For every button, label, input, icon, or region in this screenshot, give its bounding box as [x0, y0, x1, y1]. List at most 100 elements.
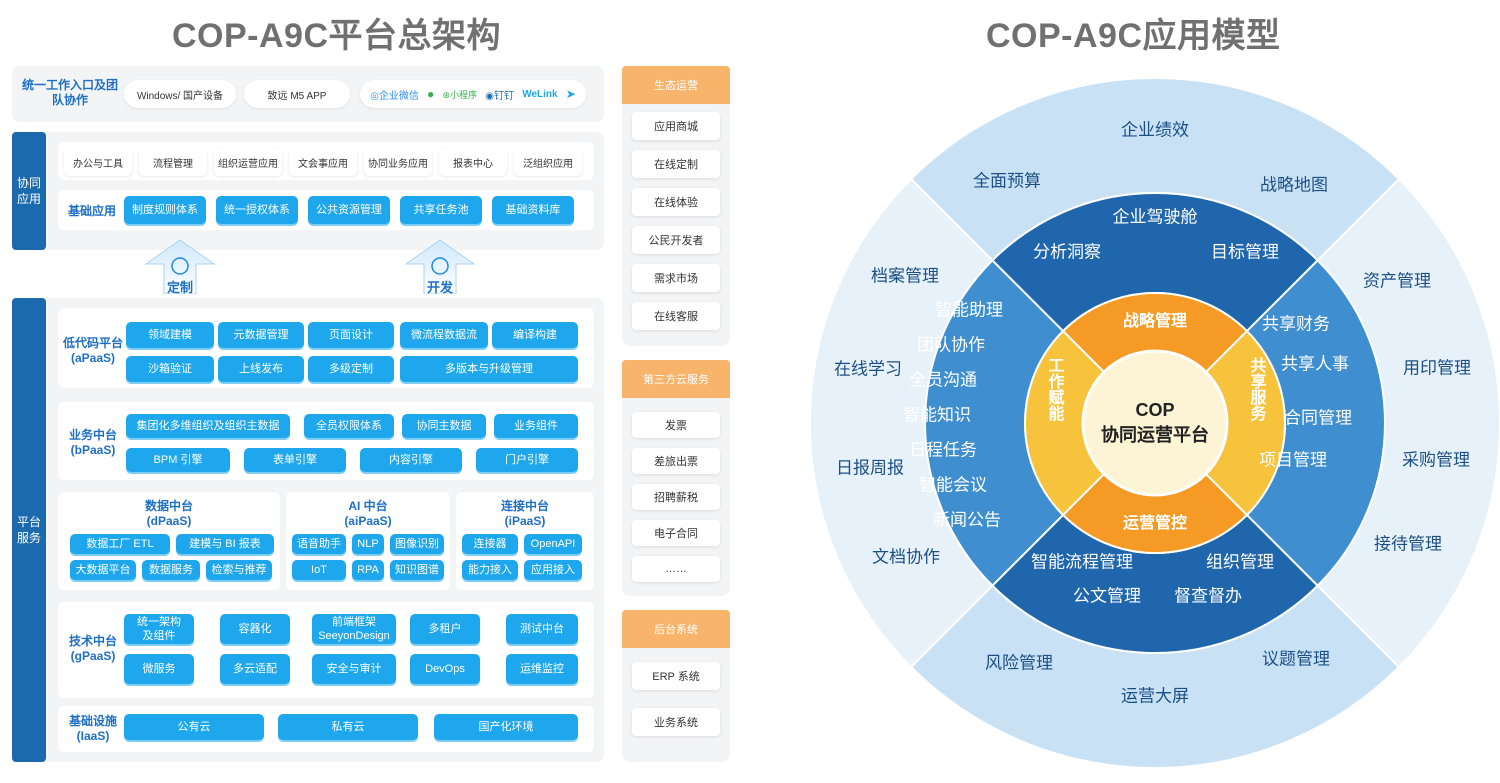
infra-0[interactable]: 公有云	[124, 714, 264, 740]
lowcode-r2-0[interactable]: 沙箱验证	[126, 356, 214, 382]
ring2-left-3: 智能知识	[903, 405, 971, 424]
basic-app-1[interactable]: 统一授权体系	[216, 196, 298, 224]
custom-label: 定制	[166, 280, 193, 295]
lowcode-r2-2[interactable]: 多级定制	[308, 356, 394, 382]
lowcode-r2-1[interactable]: 上线发布	[218, 356, 304, 382]
tech-r2-2[interactable]: 安全与审计	[312, 654, 396, 684]
eco-item-0[interactable]: 应用商城	[632, 112, 720, 140]
tech-r1-1[interactable]: 容器化	[220, 614, 290, 644]
develop-arrow	[404, 239, 476, 294]
tech-r1-4[interactable]: 测试中台	[506, 614, 578, 644]
biz-r1-1[interactable]: 全员权限体系	[304, 414, 394, 438]
lowcode-r1-3[interactable]: 微流程数据流	[400, 322, 488, 348]
infra-2[interactable]: 国产化环境	[434, 714, 578, 740]
collab-app-1[interactable]: 流程管理	[139, 148, 207, 176]
eco-item-5[interactable]: 在线客服	[632, 302, 720, 330]
biz-r2-3[interactable]: 门户引擎	[476, 448, 578, 472]
ai-item-4[interactable]: RPA	[352, 560, 384, 580]
basic-app-0[interactable]: 制度规则体系	[124, 196, 206, 224]
quad-label-enable: 工作赋能	[1046, 357, 1065, 422]
third-item-2[interactable]: 招聘薪税	[632, 484, 720, 510]
back-title: 后台系统	[622, 610, 730, 648]
back-item-1[interactable]: 业务系统	[632, 708, 720, 736]
lowcode-r2-3[interactable]: 多版本与升级管理	[400, 356, 578, 382]
conn-item-0[interactable]: 连接器	[462, 534, 518, 554]
basic-apps-label: 基础应用	[67, 204, 116, 218]
biz-r2-1[interactable]: 表单引擎	[244, 448, 346, 472]
ring2-left-6: 新闻公告	[933, 510, 1001, 529]
conn-item-1[interactable]: OpenAPI	[524, 534, 582, 554]
outer-top-2: 战略地图	[1260, 175, 1328, 194]
biz-r2-2[interactable]: 内容引擎	[360, 448, 462, 472]
conn-item-3[interactable]: 应用接入	[524, 560, 582, 580]
entry-windows[interactable]: Windows/ 国产设备	[124, 80, 236, 108]
tech-r2-4[interactable]: 运维监控	[506, 654, 578, 684]
tech-r1-2[interactable]: 前端框架 SeeyonDesign	[312, 614, 396, 644]
biz-r1-0[interactable]: 集团化多维组织及组织主数据	[126, 414, 290, 438]
third-item-4[interactable]: ……	[632, 556, 720, 582]
tech-r2-3[interactable]: DevOps	[410, 654, 480, 684]
third-item-0[interactable]: 发票	[632, 412, 720, 438]
conn-item-2[interactable]: 能力接入	[462, 560, 518, 580]
right-title: COP-A9C应用模型	[986, 17, 1281, 55]
dingtalk-icon: ◉钉钉	[485, 90, 514, 102]
collab-app-0[interactable]: 办公与工具	[64, 148, 132, 176]
collab-app-4[interactable]: 协同业务应用	[364, 148, 432, 176]
eco-item-1[interactable]: 在线定制	[632, 150, 720, 178]
basic-app-3[interactable]: 共享任务池	[400, 196, 482, 224]
eco-item-3[interactable]: 公民开发者	[632, 226, 720, 254]
wechat-icon: ●	[427, 87, 435, 101]
lowcode-r1-4[interactable]: 编译构建	[492, 322, 578, 348]
lowcode-label: 低代码平台 (aPaaS)	[62, 336, 123, 365]
lowcode-r1-2[interactable]: 页面设计	[308, 322, 394, 348]
ring2-left-5: 智能会议	[919, 475, 987, 494]
eco-item-2[interactable]: 在线体验	[632, 188, 720, 216]
lowcode-r1-0[interactable]: 领域建模	[126, 322, 214, 348]
core-circle	[1081, 349, 1229, 497]
eco-title: 生态运营	[622, 66, 730, 104]
outer-left-2: 日报周报	[836, 458, 904, 477]
tech-r1-0[interactable]: 统一架构 及组件	[124, 614, 194, 644]
back-item-0[interactable]: ERP 系统	[632, 662, 720, 690]
ring2-left-4: 日程任务	[909, 440, 977, 459]
third-item-1[interactable]: 差旅出票	[632, 448, 720, 474]
infra-1[interactable]: 私有云	[278, 714, 418, 740]
entry-m5-app[interactable]: 致远 M5 APP	[244, 80, 350, 108]
ai-item-5[interactable]: 知识图谱	[390, 560, 444, 580]
tech-r2-0[interactable]: 微服务	[124, 654, 194, 684]
data-item-1[interactable]: 建模与 BI 报表	[176, 534, 274, 554]
core-subtitle: 协同运营平台	[1101, 424, 1209, 445]
eco-item-4[interactable]: 需求市场	[632, 264, 720, 292]
ai-item-0[interactable]: 语音助手	[292, 534, 346, 554]
outer-left-1: 在线学习	[834, 359, 902, 378]
collab-app-2[interactable]: 组织运营应用	[214, 148, 282, 176]
tech-label: 技术中台 (gPaaS)	[68, 634, 117, 663]
basic-app-2[interactable]: 公共资源管理	[308, 196, 390, 224]
collab-app-3[interactable]: 文会事应用	[289, 148, 357, 176]
collab-app-6[interactable]: 泛组织应用	[514, 148, 582, 176]
ai-item-3[interactable]: IoT	[292, 560, 346, 580]
data-item-3[interactable]: 数据服务	[142, 560, 200, 580]
biz-r2-0[interactable]: BPM 引擎	[126, 448, 230, 472]
tech-r2-1[interactable]: 多云适配	[220, 654, 290, 684]
custom-arrow	[144, 239, 216, 294]
outer-right-0: 资产管理	[1363, 271, 1431, 290]
ai-title: AI 中台 (aiPaaS)	[344, 499, 392, 528]
third-title: 第三方云服务	[622, 360, 730, 398]
data-item-0[interactable]: 数据工厂 ETL	[70, 534, 170, 554]
ring2-left-1: 团队协作	[917, 335, 985, 354]
lowcode-r1-1[interactable]: 元数据管理	[218, 322, 304, 348]
outer-right-3: 接待管理	[1374, 534, 1442, 553]
biz-r1-2[interactable]: 协同主数据	[402, 414, 486, 438]
collab-app-5[interactable]: 报表中心	[439, 148, 507, 176]
data-item-2[interactable]: 大数据平台	[70, 560, 136, 580]
biz-r1-3[interactable]: 业务组件	[494, 414, 578, 438]
tech-r1-3[interactable]: 多租户	[410, 614, 480, 644]
ai-item-2[interactable]: 图像识别	[390, 534, 444, 554]
gear-icon	[171, 257, 189, 275]
send-icon: ➤	[565, 87, 576, 101]
ai-item-1[interactable]: NLP	[352, 534, 384, 554]
third-item-3[interactable]: 电子合同	[632, 520, 720, 546]
basic-app-4[interactable]: 基础资料库	[492, 196, 574, 224]
data-item-4[interactable]: 检索与推荐	[206, 560, 272, 580]
